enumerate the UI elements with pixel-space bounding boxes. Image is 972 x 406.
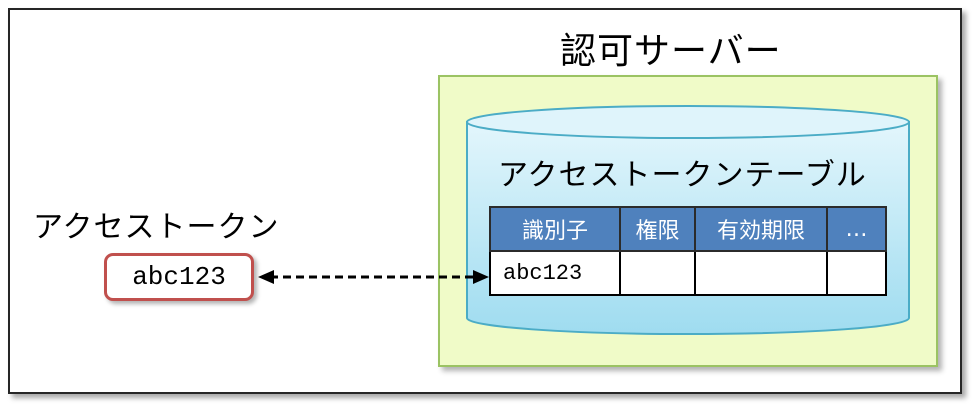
header-identifier: 識別子	[489, 206, 621, 252]
access-token-table: 識別子 権限 有効期限 … abc123	[489, 206, 887, 296]
arrowhead-right-icon	[473, 270, 489, 284]
database-top	[466, 105, 910, 139]
cell-identifier: abc123	[489, 250, 621, 296]
cell-expiry	[694, 250, 828, 296]
header-more: …	[826, 206, 887, 252]
table-row: abc123	[489, 250, 887, 296]
access-token-value-box: abc123	[104, 253, 254, 301]
server-title: 認可サーバー	[560, 31, 782, 72]
cell-more	[826, 250, 887, 296]
access-token-value: abc123	[132, 262, 226, 292]
cell-permission	[619, 250, 696, 296]
header-expiry: 有効期限	[694, 206, 828, 252]
arrowhead-left-icon	[258, 270, 274, 284]
database-title: アクセストークンテーブル	[498, 158, 867, 193]
access-token-label: アクセストークン	[33, 210, 280, 245]
table-header-row: 識別子 権限 有効期限 …	[489, 206, 887, 252]
header-permission: 権限	[619, 206, 696, 252]
